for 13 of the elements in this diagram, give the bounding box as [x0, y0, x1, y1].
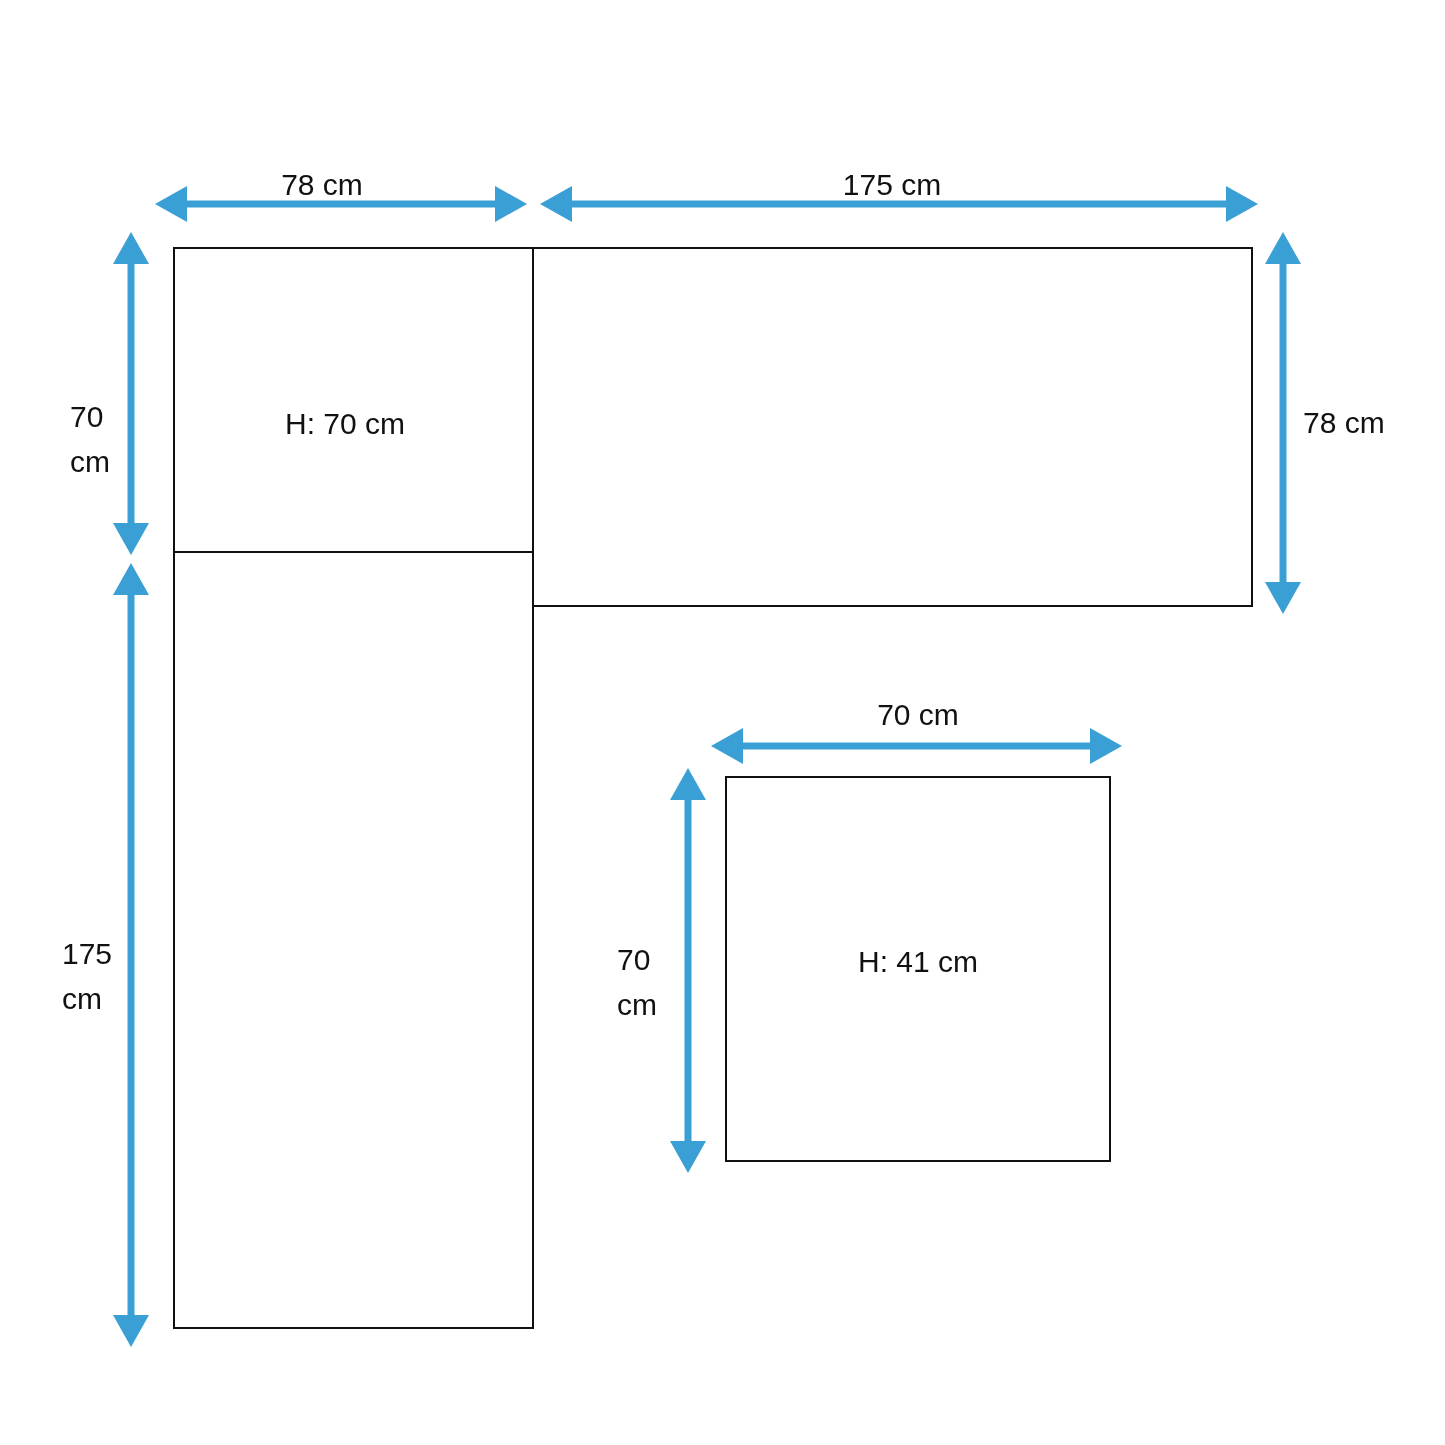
dimension-text: 78 cm	[1303, 405, 1386, 441]
chaise-module-outline	[173, 551, 534, 1329]
dimension-text: 175 cm	[62, 936, 114, 1017]
height-text: H: 41 cm	[858, 945, 978, 979]
dimension-text: 70 cm	[876, 697, 960, 733]
long-module-outline	[532, 247, 1253, 607]
dimension-text: 70 cm	[617, 942, 658, 1023]
height-text: H: 70 cm	[285, 407, 405, 441]
corner-module-outline	[173, 247, 534, 553]
footstool-outline	[725, 776, 1111, 1162]
dimension-text: 70 cm	[70, 399, 111, 480]
dimension-text: 78 cm	[280, 167, 364, 203]
dimension-text: 175 cm	[841, 167, 943, 203]
